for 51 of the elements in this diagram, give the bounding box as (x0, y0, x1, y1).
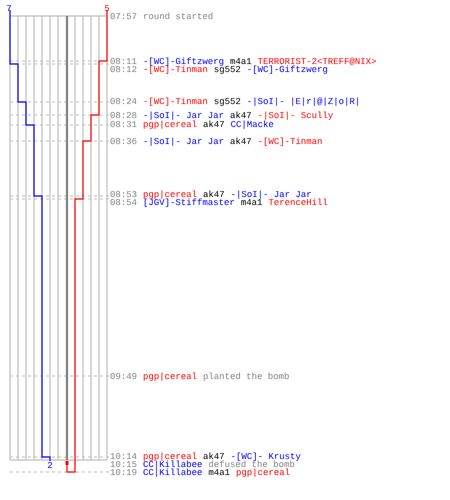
player-count: 2 (48, 462, 52, 468)
weapon-name: ak47 (204, 190, 224, 198)
weapon-name: m4a1 (241, 199, 262, 206)
player-name: CC|Killabee (144, 468, 202, 477)
event-time: 08:12 (110, 66, 136, 72)
event-time: 08:54 (110, 198, 137, 206)
player-name: -[WC]-Tinman (259, 137, 322, 146)
weapon-name: m4a1 (208, 469, 230, 476)
player-name: TERRORIST-2<TREFF@NIX> (258, 58, 376, 66)
player-name: -|SoI|- Jar Jar (144, 137, 224, 146)
event-time: 08:24 (110, 98, 137, 104)
event-time: 08:11 (110, 58, 137, 64)
event-time: 08:53 (110, 190, 136, 198)
weapon-name: ak47 (230, 137, 251, 144)
player-name: -[WC]-Giftzwerg (248, 66, 328, 74)
event-text: round started (144, 12, 212, 20)
weapon-name: ak47 (204, 452, 224, 460)
player-name: -[WC]-Giftzwerg (144, 58, 224, 66)
player-count: 7 (6, 5, 11, 11)
player-name: CC|Killabee (144, 460, 202, 469)
event-time: 10:19 (110, 468, 136, 476)
player-name: [JGV]-Stiffmaster (144, 198, 234, 207)
weapon-name: ak47 (230, 111, 251, 118)
player-name: -|SoI|- Scully (259, 111, 333, 120)
weapon-name: sg552 (214, 98, 240, 106)
weapon-name: sg552 (214, 66, 240, 74)
event-time: 10:14 (110, 452, 137, 460)
event-time: 07:57 (110, 13, 136, 20)
player-count: 5 (104, 5, 110, 12)
player-name: -|SoI|- |E|r|@|Z|o|R| (248, 97, 358, 106)
weapon-name: m4a1 (230, 58, 252, 64)
player-name: -[WC]- Krusty (232, 452, 301, 461)
player-name: -|SoI|- Jar Jar (144, 111, 224, 120)
player-name: CC|Macke (231, 120, 274, 129)
player-name: TerenceHill (268, 198, 328, 206)
player-name: pgp|cereal (144, 120, 196, 129)
weapon-name: ak47 (204, 120, 224, 128)
event-text: planted the bomb (204, 372, 289, 381)
event-time: 08:36 (110, 138, 136, 144)
event-text: defused the bomb (209, 460, 294, 468)
player-name: pgp|cereal (144, 372, 196, 381)
event-time: 10:15 (110, 460, 136, 468)
player-name: pgp|cereal (144, 452, 196, 461)
player-name: -|SoI|- Jar Jar (232, 190, 311, 199)
player-name: -[WC]-Tinman (144, 66, 207, 74)
event-time: 09:49 (110, 372, 136, 380)
event-time: 08:31 (110, 120, 137, 128)
player-name: pgp|cereal (236, 468, 290, 477)
player-name: pgp|cereal (144, 190, 196, 199)
event-time: 08:28 (110, 112, 136, 118)
player-name: -[WC]-Tinman (144, 97, 207, 106)
